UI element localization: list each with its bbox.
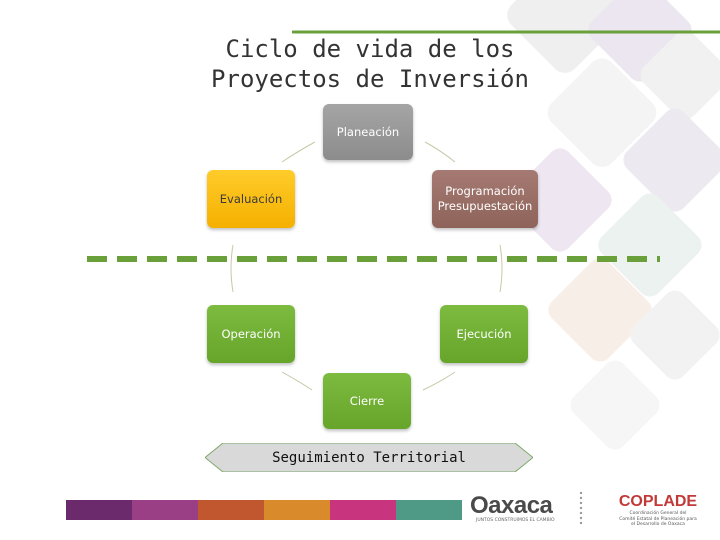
coplade-logo-name: COPLADE [618, 493, 698, 510]
node-operacion[interactable]: Operación [207, 305, 295, 363]
oaxaca-logo: Oaxaca JUNTOS CONSTRUIMOS EL CAMBIO [468, 492, 568, 526]
logo-separator [579, 491, 583, 525]
banner-arrow-shape [205, 443, 533, 472]
title-line-1: Ciclo de vida de los [225, 35, 515, 63]
page-title: Ciclo de vida de los Proyectos de Invers… [150, 34, 590, 94]
bottom-color-strip [0, 500, 462, 520]
seguimiento-banner: Seguimiento Territorial [205, 443, 533, 472]
banner-label: Seguimiento Territorial [272, 449, 466, 466]
node-cierre-label: Cierre [349, 393, 385, 408]
node-programacion[interactable]: Programación Presupuestación [432, 170, 538, 228]
node-planeacion-label: Planeación [336, 124, 400, 139]
node-ejecucion-label: Ejecución [456, 326, 512, 341]
coplade-logo-subtitle: Coordinación General del Comité Estatal … [619, 511, 697, 527]
cycle-connectors [230, 141, 503, 391]
node-programacion-label: Programación Presupuestación [437, 184, 533, 213]
node-evaluacion[interactable]: Evaluación [207, 170, 295, 228]
node-evaluacion-label: Evaluación [219, 191, 283, 206]
decorative-diamonds [507, 0, 720, 450]
oaxaca-logo-tagline: JUNTOS CONSTRUIMOS EL CAMBIO [476, 518, 555, 523]
title-line-2: Proyectos de Inversión [211, 65, 529, 93]
node-cierre[interactable]: Cierre [323, 373, 411, 429]
node-operacion-label: Operación [221, 326, 281, 341]
oaxaca-logo-name: Oaxaca [470, 492, 553, 519]
node-planeacion[interactable]: Planeación [323, 104, 413, 160]
coplade-logo: COPLADE Coordinación General del Comité … [608, 493, 708, 533]
node-ejecucion[interactable]: Ejecución [440, 305, 528, 363]
